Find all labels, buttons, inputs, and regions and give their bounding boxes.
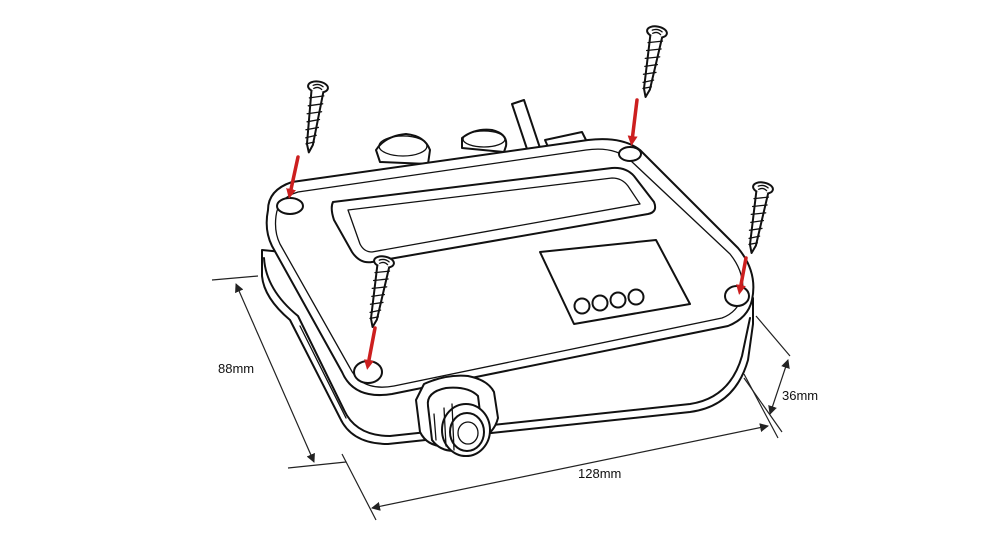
led-1 bbox=[573, 297, 591, 315]
screw-front-right bbox=[740, 179, 775, 256]
dimension-length bbox=[341, 373, 779, 521]
led-3 bbox=[609, 291, 627, 309]
arrow-front-left bbox=[364, 326, 377, 370]
insertion-arrows bbox=[286, 98, 748, 370]
rear-connector-right bbox=[461, 128, 508, 153]
mounting-hole-back-left bbox=[276, 197, 304, 215]
cable-gland bbox=[415, 374, 499, 457]
screw-back-left bbox=[297, 79, 330, 155]
mounting-hole-front-right bbox=[724, 285, 750, 307]
dimension-height bbox=[211, 275, 347, 469]
dimension-depth bbox=[743, 315, 791, 433]
arrow-front-right bbox=[736, 256, 748, 295]
rear-cable bbox=[511, 99, 541, 153]
led-panel bbox=[539, 239, 691, 325]
height-dimension-label: 88mm bbox=[218, 361, 255, 376]
led-2 bbox=[591, 294, 609, 312]
device-enclosure bbox=[261, 99, 755, 457]
led-4 bbox=[627, 288, 645, 306]
arrow-back-right bbox=[627, 98, 639, 146]
screw-back-right bbox=[634, 23, 669, 100]
mounting-hole-back-right bbox=[618, 146, 642, 162]
label-window bbox=[330, 166, 657, 264]
rear-connector-left bbox=[375, 133, 431, 165]
depth-dimension-label: 36mm bbox=[782, 388, 819, 403]
length-dimension-label: 128mm bbox=[578, 466, 622, 481]
arrow-back-left bbox=[286, 155, 300, 199]
